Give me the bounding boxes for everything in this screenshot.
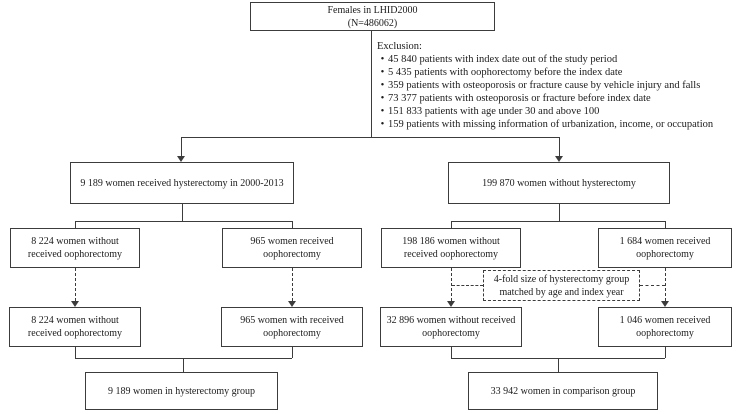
nohyst-with-oophorectomy-label: 1 684 women received oophorectomy bbox=[619, 236, 711, 260]
exclusion-item: • 5 435 patients with oophorectomy befor… bbox=[377, 66, 733, 79]
box-hysterectomy-final-group: 9 189 women in hysterectomy group bbox=[85, 372, 278, 410]
connector-line bbox=[451, 221, 665, 222]
arrow-down-icon bbox=[288, 301, 296, 307]
connector-line bbox=[558, 358, 559, 372]
dashed-connector-line bbox=[665, 268, 666, 301]
bullet-icon: • bbox=[380, 80, 385, 91]
hysterectomy-group-label: 9 189 women received hysterectomy in 200… bbox=[80, 177, 284, 189]
connector-line bbox=[75, 221, 292, 222]
connector-line bbox=[559, 204, 560, 222]
matching-note-line1: 4-fold size of hysterectomy group bbox=[493, 273, 630, 285]
matching-note-line2: matched by age and index year bbox=[499, 286, 624, 298]
exclusion-note: Exclusion: • 45 840 patients with index … bbox=[377, 40, 733, 131]
exclusion-item: • 73 377 patients with osteoporosis or f… bbox=[377, 92, 733, 105]
arrow-down-icon bbox=[555, 156, 563, 162]
matched-without-oophorectomy-label: 32 896 women without received oophorecto… bbox=[386, 315, 516, 339]
connector-line bbox=[182, 204, 183, 222]
bullet-icon: • bbox=[380, 106, 385, 117]
arrow-down-icon bbox=[71, 301, 79, 307]
total-population-count: (N=486062) bbox=[347, 17, 398, 29]
connector-line bbox=[665, 347, 666, 358]
arrow-down-icon bbox=[177, 156, 185, 162]
exclusion-item-text: 359 patients with osteoporosis or fractu… bbox=[388, 80, 701, 91]
box-no-hysterectomy-group: 199 870 women without hysterectomy bbox=[448, 162, 670, 204]
connector-line bbox=[181, 137, 182, 157]
box-final-hyst-with-oophorectomy: 965 women with received oophorectomy bbox=[221, 307, 363, 347]
arrow-down-icon bbox=[447, 301, 455, 307]
no-hysterectomy-group-label: 199 870 women without hysterectomy bbox=[482, 177, 636, 189]
arrow-down-icon bbox=[661, 301, 669, 307]
exclusion-item: • 45 840 patients with index date out of… bbox=[377, 53, 733, 66]
exclusion-item-text: 151 833 patients with age under 30 and a… bbox=[388, 106, 600, 117]
bullet-icon: • bbox=[380, 119, 385, 130]
exclusion-item: • 359 patients with osteoporosis or frac… bbox=[377, 79, 733, 92]
box-matching-note: 4-fold size of hysterectomy group matche… bbox=[483, 270, 640, 301]
exclusion-item-text: 45 840 patients with index date out of t… bbox=[388, 54, 618, 65]
hyst-without-oophorectomy-label: 8 224 women without received oophorectom… bbox=[27, 236, 123, 260]
dashed-connector-line bbox=[292, 268, 293, 301]
box-total-population: Females in LHID2000 (N=486062) bbox=[250, 2, 495, 31]
box-matched-without-oophorectomy: 32 896 women without received oophorecto… bbox=[380, 307, 522, 347]
connector-line bbox=[451, 347, 452, 358]
box-comparison-final-group: 33 942 women in comparison group bbox=[468, 372, 658, 410]
bullet-icon: • bbox=[380, 54, 385, 65]
dashed-connector-line bbox=[452, 285, 483, 286]
connector-line bbox=[75, 347, 76, 358]
box-hysterectomy-group: 9 189 women received hysterectomy in 200… bbox=[70, 162, 294, 204]
dashed-connector-line bbox=[640, 285, 665, 286]
nohyst-without-oophorectomy-label: 198 186 women without received oophorect… bbox=[402, 236, 500, 260]
matched-with-oophorectomy-label: 1 046 women received oophorectomy bbox=[619, 315, 711, 339]
connector-line bbox=[181, 137, 560, 138]
connector-line bbox=[292, 347, 293, 358]
connector-line bbox=[665, 221, 666, 228]
box-final-hyst-without-oophorectomy: 8 224 women without received oophorectom… bbox=[9, 307, 141, 347]
exclusion-heading: Exclusion: bbox=[377, 41, 422, 52]
final-hyst-with-oophorectomy-label: 965 women with received oophorectomy bbox=[240, 315, 344, 339]
connector-line bbox=[559, 137, 560, 157]
comparison-final-group-label: 33 942 women in comparison group bbox=[490, 385, 636, 397]
exclusion-item: • 159 patients with missing information … bbox=[377, 118, 733, 131]
hyst-with-oophorectomy-label: 965 women received oophorectomy bbox=[250, 236, 334, 260]
exclusion-item-text: 5 435 patients with oophorectomy before … bbox=[388, 67, 623, 78]
connector-line bbox=[183, 358, 184, 372]
box-hyst-without-oophorectomy: 8 224 women without received oophorectom… bbox=[10, 228, 140, 268]
box-matched-with-oophorectomy: 1 046 women received oophorectomy bbox=[598, 307, 732, 347]
connector-line bbox=[371, 31, 372, 137]
exclusion-item-text: 159 patients with missing information of… bbox=[388, 119, 714, 130]
connector-line bbox=[292, 221, 293, 228]
dashed-connector-line bbox=[75, 268, 76, 301]
connector-line bbox=[75, 221, 76, 228]
exclusion-item: • 151 833 patients with age under 30 and… bbox=[377, 105, 733, 118]
exclusion-item-text: 73 377 patients with osteoporosis or fra… bbox=[388, 93, 651, 104]
bullet-icon: • bbox=[380, 67, 385, 78]
box-nohyst-without-oophorectomy: 198 186 women without received oophorect… bbox=[381, 228, 521, 268]
bullet-icon: • bbox=[380, 93, 385, 104]
box-nohyst-with-oophorectomy: 1 684 women received oophorectomy bbox=[598, 228, 732, 268]
dashed-connector-line bbox=[451, 268, 452, 301]
box-hyst-with-oophorectomy: 965 women received oophorectomy bbox=[222, 228, 362, 268]
hysterectomy-final-group-label: 9 189 women in hysterectomy group bbox=[108, 385, 255, 397]
final-hyst-without-oophorectomy-label: 8 224 women without received oophorectom… bbox=[27, 315, 123, 339]
total-population-label: Females in LHID2000 bbox=[327, 4, 418, 16]
connector-line bbox=[451, 221, 452, 228]
